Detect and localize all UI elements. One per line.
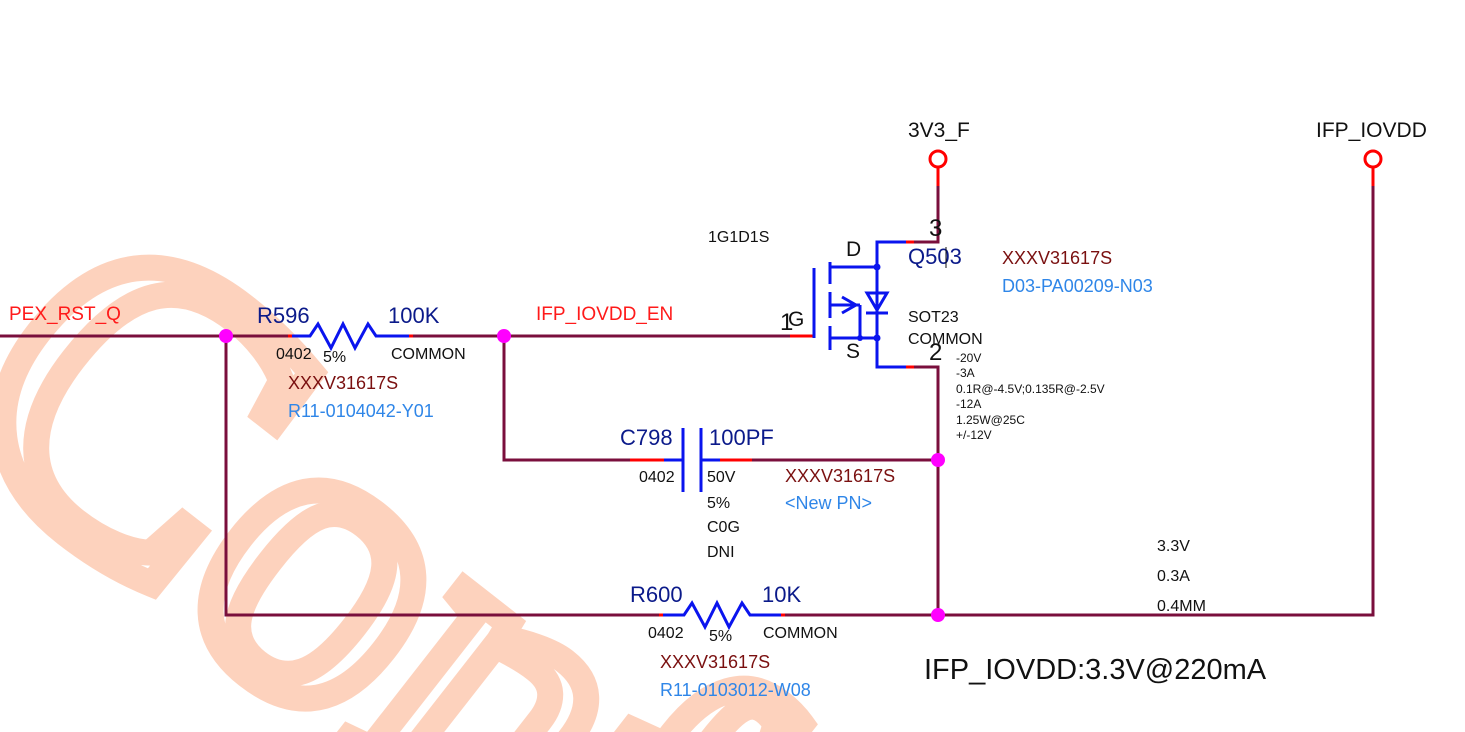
wire-3v3 [908,168,940,244]
drain-lead [830,240,910,269]
pn-q503: XXXV31617S [1002,248,1112,268]
refdes-r600: R600 [630,582,683,607]
package-c798: 0402 [639,469,675,486]
config-q503: 1G1D1S [708,229,769,246]
pn-c798: XXXV31617S [785,466,895,486]
pn-r600: XXXV31617S [660,652,770,672]
junction-dot [219,329,233,343]
resistor-r596[interactable]: R596 100K 0402 5% COMMON XXXV31617S R11-… [257,303,466,421]
junctions [219,329,945,622]
package-r600: 0402 [648,625,684,642]
pin-label-drain: D [846,238,861,261]
voltage-c798: 50V [707,469,736,486]
pn-r596: XXXV31617S [288,373,398,393]
wire-ifp-iovdd [783,168,1375,617]
port-label-ifp-iovdd: IFP_IOVDD [1316,119,1427,142]
type-r596: COMMON [391,346,466,363]
tolerance-c798: 5% [707,495,730,512]
diode-icon [864,291,890,313]
wire-en-to-c798 [502,334,632,462]
body-arrow-icon [841,295,860,315]
refdes-q503: Q503 [908,244,962,269]
trace-current: 0.3A [1157,568,1190,585]
wires [0,168,1375,617]
pin-label-gate: G [788,308,804,331]
rail-note: IFP_IOVDD:3.3V@220mA [924,654,1267,686]
port-label-3v3: 3V3_F [908,119,970,142]
source-lead [830,336,910,369]
resistor-zigzag-icon [663,599,781,631]
wire-source [908,365,940,617]
trace-voltage: 3.3V [1157,538,1190,555]
port-circle-icon [1363,149,1383,169]
trace-width: 0.4MM [1157,598,1206,615]
power-port-3v3[interactable]: 3V3_F [908,119,970,186]
junction-dot [497,329,511,343]
port-circle-icon [928,149,948,169]
package-r596: 0402 [276,346,312,363]
refdes-r596: R596 [257,303,310,328]
status-c798: DNI [707,544,735,561]
code-r596: R11-0104042-Y01 [288,401,434,421]
spec-line: +/-12V [956,428,992,442]
junction-dot [931,453,945,467]
type-q503: COMMON [908,331,983,348]
capacitor-c798[interactable]: C798 100PF 0402 50V 5% C0G DNI XXXV31617… [620,425,895,561]
code-c798: <New PN> [785,493,872,513]
code-r600: R11-0103012-W08 [660,680,811,700]
package-q503: SOT23 [908,309,959,326]
spec-line: 1.25W@25C [956,413,1025,427]
value-r600: 10K [762,582,801,607]
pin-label-source: S [846,340,860,363]
pin-number-gate: 1 [780,309,793,336]
tolerance-r596: 5% [323,349,346,366]
node-dot [857,335,863,341]
pin-number-drain: 3 [929,215,942,242]
dielectric-c798: C0G [707,519,740,536]
junction-dot [931,608,945,622]
power-port-ifp-iovdd[interactable]: IFP_IOVDD [1316,119,1427,186]
refdes-c798: C798 [620,425,673,450]
node-dot [873,263,881,271]
resistor-zigzag-icon [292,320,409,352]
spec-line: -20V [956,351,981,365]
pin-number-source: 2 [929,339,942,366]
q503-specs: -20V -3A 0.1R@-4.5V;0.135R@-2.5V -12A 1.… [956,351,1105,442]
wire-left-loop [224,334,665,617]
node-dot [873,334,881,342]
code-q503: D03-PA00209-N03 [1002,276,1153,296]
net-label-ifp-iovdd-en: IFP_IOVDD_EN [536,304,673,325]
mosfet-q503[interactable]: 1G1D1S 1 G D S 3 2 Q503 XXXV31617S D03-P… [708,215,1153,442]
resistor-r600[interactable]: R600 10K 0402 5% COMMON XXXV31617S R11-0… [630,582,838,700]
type-r600: COMMON [763,625,838,642]
tolerance-r600: 5% [709,628,732,645]
trace-spec: 3.3V 0.3A 0.4MM [1157,538,1206,615]
spec-line: -3A [956,366,975,380]
value-c798: 100PF [709,425,774,450]
spec-line: -12A [956,397,981,411]
spec-line: 0.1R@-4.5V;0.135R@-2.5V [956,382,1105,396]
value-r596: 100K [388,303,440,328]
net-label-pex-rst: PEX_RST_Q [9,304,121,325]
